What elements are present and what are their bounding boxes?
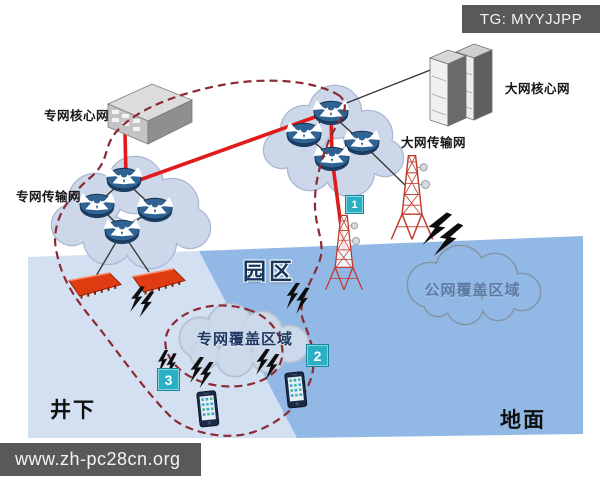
core-network-device-icon (107, 83, 193, 145)
public-transport-label: 大网传输网 (401, 136, 467, 150)
private-transport-label: 专网传输网 (16, 190, 82, 204)
smartphone-icon (284, 370, 308, 409)
router-icon (80, 194, 114, 218)
router-icon (314, 101, 348, 125)
underground-region (28, 251, 297, 438)
smartphone-icon (196, 389, 220, 428)
router-icon (345, 131, 379, 155)
private-coverage-label: 专网覆盖区域 (196, 331, 293, 348)
router-icon (107, 168, 141, 192)
public-coverage-label: 公网覆盖区域 (424, 282, 521, 299)
surface-label: 地面 (500, 409, 546, 432)
underground-label: 井下 (50, 399, 96, 422)
step-badge-3: 3 (157, 368, 180, 391)
step-badge-1: 1 (345, 195, 364, 214)
router-icon (105, 220, 139, 244)
url-watermark-banner: www.zh-pc28cn.org (0, 443, 201, 476)
private-core-label: 专网核心网 (44, 109, 110, 123)
campus-label: 园区 (243, 258, 295, 284)
step-badge-2: 2 (306, 344, 329, 367)
server-rack-icon (428, 43, 494, 127)
tg-watermark-banner: TG: MYYJJPP (462, 5, 600, 33)
router-icon (138, 198, 172, 222)
public-core-label: 大网核心网 (505, 82, 571, 96)
public-coverage-cloud (406, 244, 542, 326)
router-icon (287, 123, 321, 147)
